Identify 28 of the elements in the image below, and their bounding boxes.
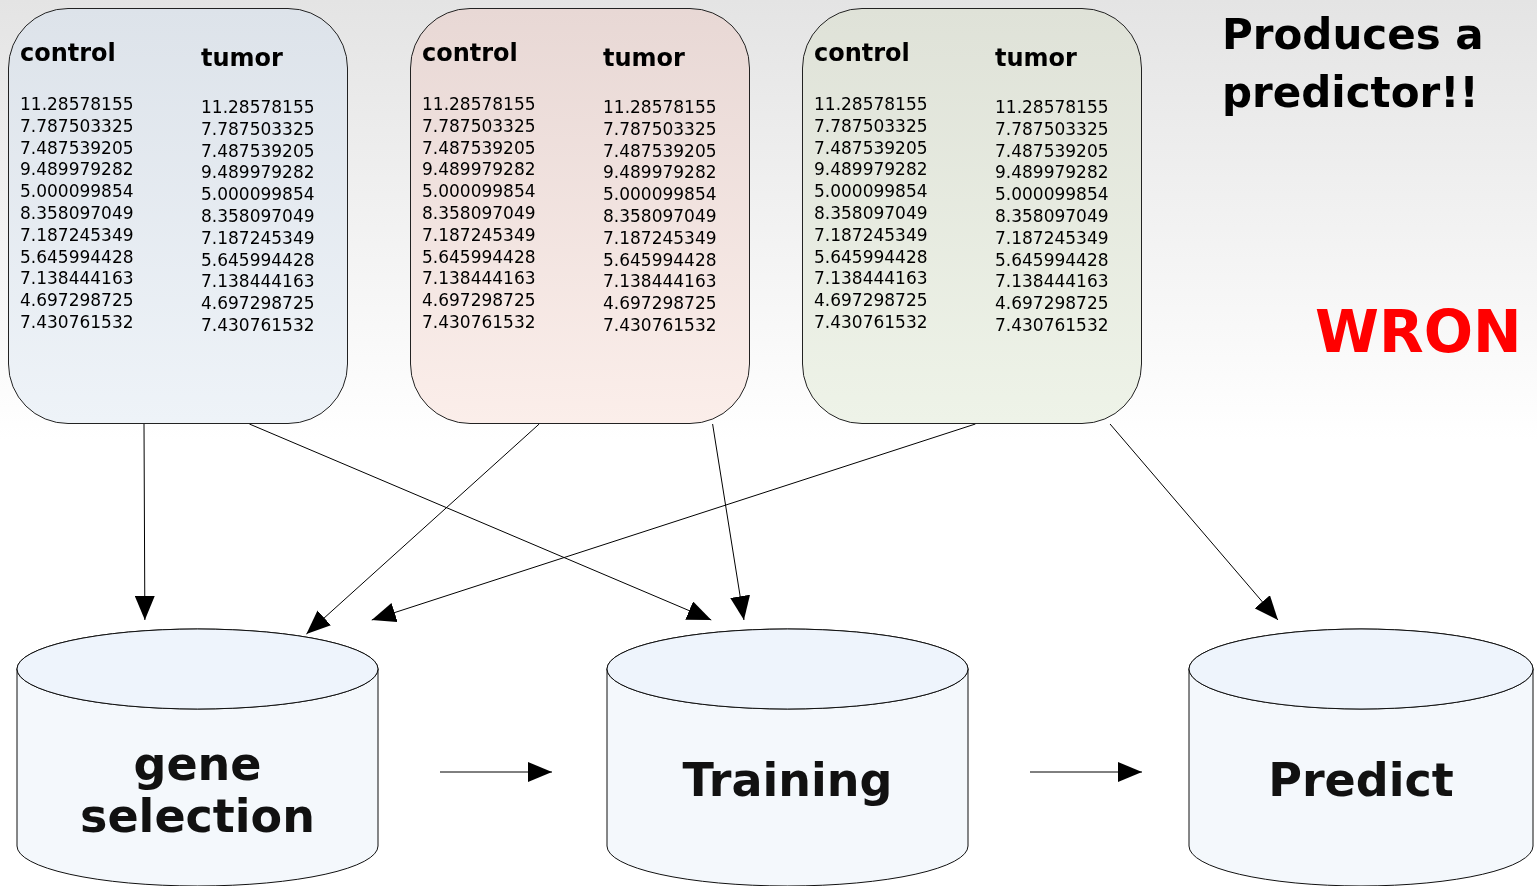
column-header: tumor xyxy=(603,44,685,72)
value-list: 11.28578155 7.787503325 7.487539205 9.489979282 5.000099854 8.358097049 7.187245349 5.645994428 7.138444163 4.697298725 7.430761532 xyxy=(201,97,331,337)
value-list: 11.28578155 7.787503325 7.487539205 9.489979282 5.000099854 8.358097049 7.187245349 5.645994428 7.138444163 4.697298725 7.430761532 xyxy=(20,94,150,334)
arrow xyxy=(305,423,540,635)
data-panel xyxy=(802,8,1142,424)
value-list: 11.28578155 7.787503325 7.487539205 9.489979282 5.000099854 8.358097049 7.187245349 5.645994428 7.138444163 4.697298725 7.430761532 xyxy=(603,97,733,337)
column-header: control xyxy=(814,39,910,67)
cylinder-label: Predict xyxy=(1267,754,1455,806)
column-header: control xyxy=(20,39,116,67)
value-list: 11.28578155 7.787503325 7.487539205 9.489979282 5.000099854 8.358097049 7.187245349 5.645994428 7.138444163 4.697298725 7.430761532 xyxy=(995,97,1125,337)
warning-text: WRON xyxy=(1315,297,1523,368)
value-list: 11.28578155 7.787503325 7.487539205 9.489979282 5.000099854 8.358097049 7.187245349 5.645994428 7.138444163 4.697298725 7.430761532 xyxy=(422,94,552,334)
data-panel xyxy=(410,8,750,424)
column-header: tumor xyxy=(995,44,1077,72)
headline-text: Produces a predictor!! xyxy=(1222,9,1485,119)
arrow xyxy=(439,762,553,782)
cylinder-label: gene selection xyxy=(79,738,316,842)
arrow xyxy=(1029,762,1143,782)
arrow xyxy=(1109,423,1279,621)
column-header: tumor xyxy=(201,44,283,72)
value-list: 11.28578155 7.787503325 7.487539205 9.489979282 5.000099854 8.358097049 7.187245349 5.645994428 7.138444163 4.697298725 7.430761532 xyxy=(814,94,944,334)
cylinder-label: Training xyxy=(681,754,894,806)
arrow xyxy=(712,423,751,621)
arrow xyxy=(134,423,155,621)
arrow xyxy=(248,423,712,621)
data-panel xyxy=(8,8,348,424)
arrow xyxy=(371,423,976,623)
column-header: control xyxy=(422,39,518,67)
